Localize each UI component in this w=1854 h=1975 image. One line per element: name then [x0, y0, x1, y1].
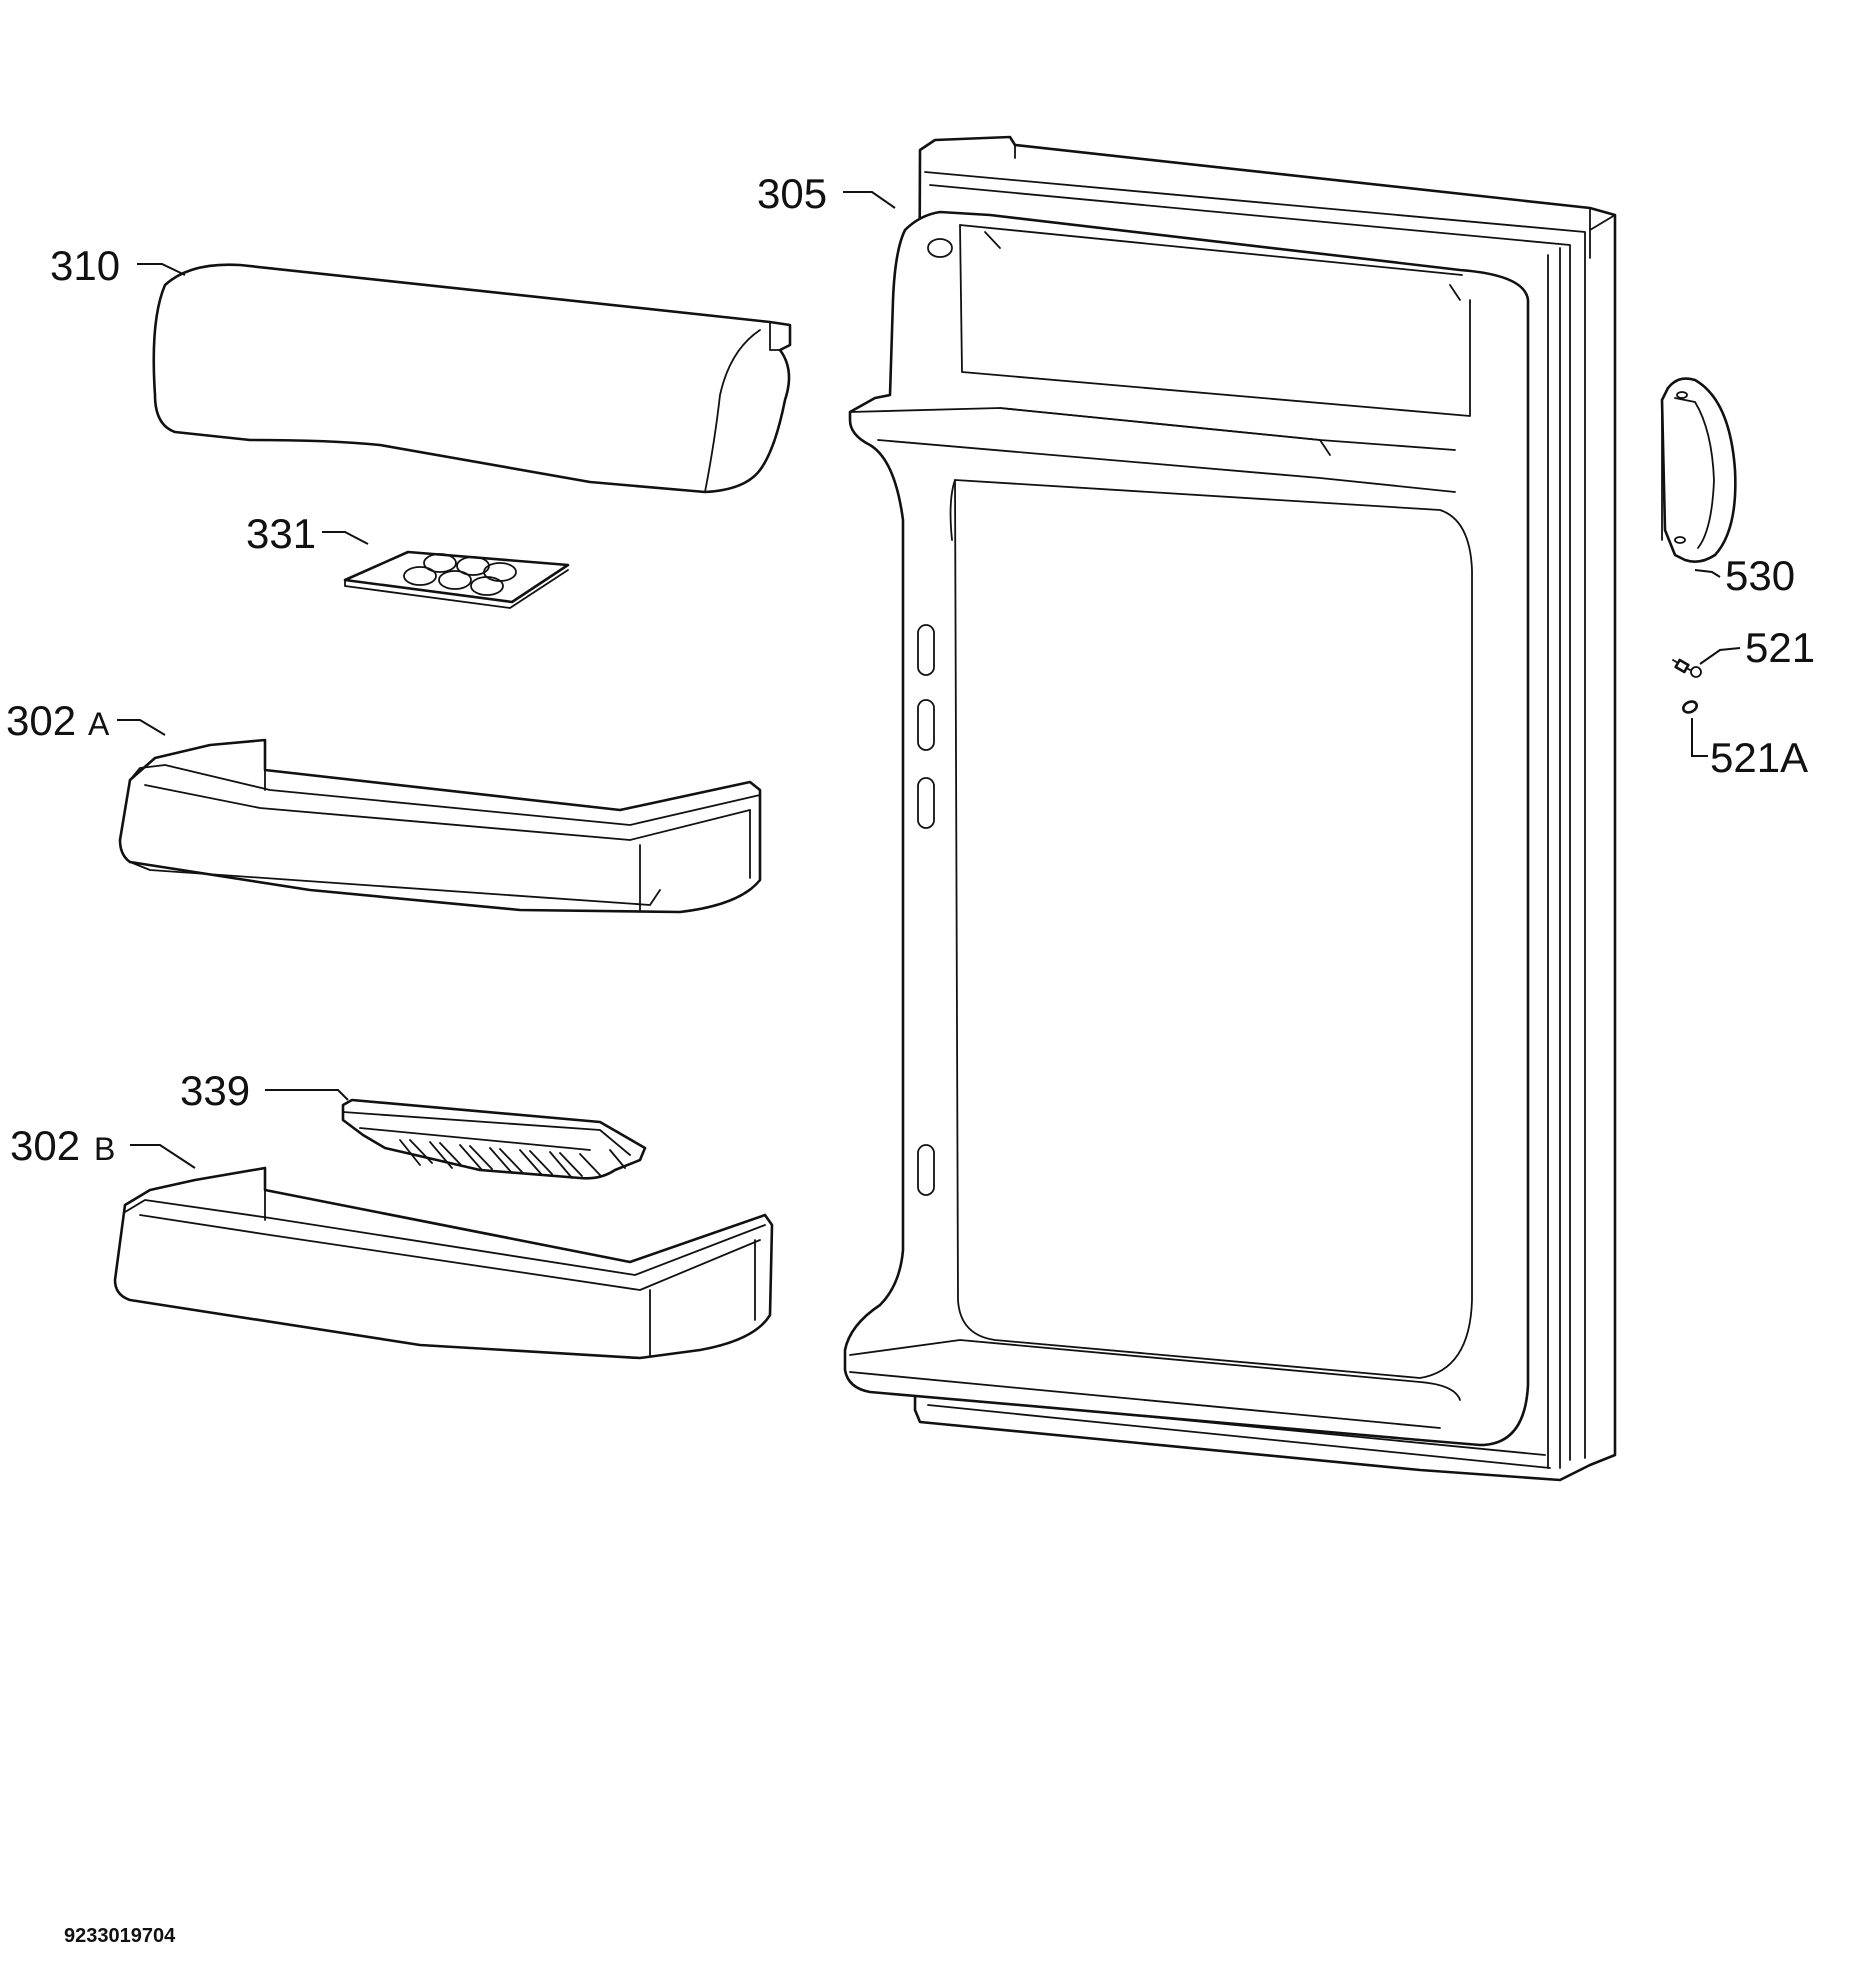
label-302b-suffix: B — [94, 1131, 115, 1167]
door-bin-302a — [118, 738, 762, 914]
leader-lines — [117, 191, 1741, 1169]
egg-tray-331 — [343, 550, 570, 609]
label-339: 339 — [180, 1067, 250, 1114]
door-handle-530 — [1660, 377, 1737, 563]
screw-521 — [1672, 658, 1702, 678]
label-530: 530 — [1725, 552, 1795, 599]
divider-rack-339 — [341, 1098, 647, 1180]
door-inner-liner — [843, 135, 1617, 1482]
label-302a-suffix: A — [88, 706, 110, 742]
label-302b-number: 302 — [10, 1122, 80, 1169]
label-331: 331 — [246, 510, 316, 557]
shelf-cover-310 — [152, 263, 792, 494]
label-302a-number: 302 — [6, 697, 76, 744]
washer-521a — [1682, 700, 1698, 714]
callout-labels: 305 310 331 302 A 339 302 B 530 521 521A — [6, 170, 1815, 1169]
label-521: 521 — [1745, 624, 1815, 671]
document-id: 9233019704 — [64, 1925, 176, 1947]
label-310: 310 — [50, 242, 120, 289]
label-305: 305 — [757, 170, 827, 217]
label-521a: 521A — [1710, 734, 1808, 781]
door-bin-302b — [113, 1166, 774, 1360]
